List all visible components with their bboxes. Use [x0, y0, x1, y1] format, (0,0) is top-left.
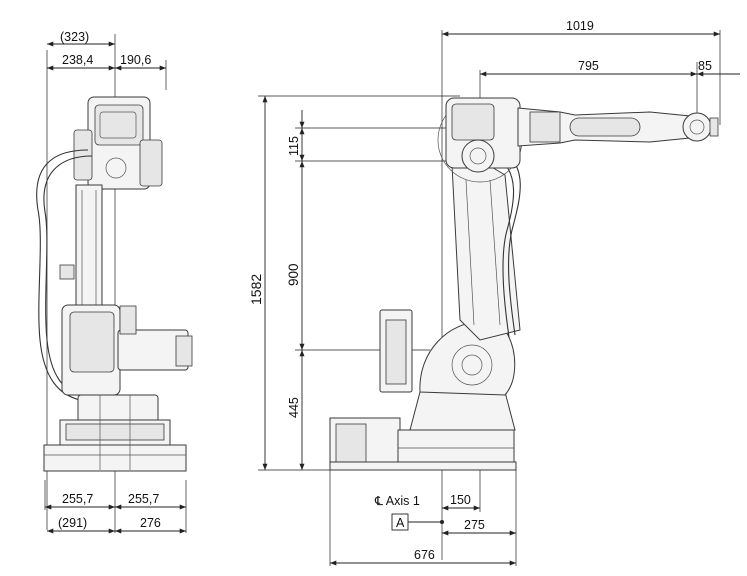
side-view-robot	[329, 97, 719, 471]
side-total-height-label: 1582	[248, 274, 264, 305]
side-reach-mid-label: 795	[578, 59, 599, 73]
side-lower-arm-label: 900	[286, 263, 301, 286]
side-axis-offset-label: 150	[450, 493, 471, 507]
front-bottom-right-half-label: 255,7	[128, 492, 159, 506]
side-base-height-label: 445	[287, 397, 301, 418]
front-bottom-right-total-label: 276	[140, 516, 161, 530]
side-view: 1019 795 85 1582 115 900 445 ℄ Axis 1 15…	[248, 19, 740, 566]
front-view-robot	[36, 96, 193, 472]
front-top-right-label: 190,6	[120, 53, 151, 67]
front-bottom-left-half-label: 255,7	[62, 492, 93, 506]
front-top-total-label: (323)	[60, 30, 89, 44]
front-top-left-label: 238,4	[62, 53, 93, 67]
side-datum-label: A	[396, 516, 405, 530]
side-datum-offset-label: 275	[464, 518, 485, 532]
side-base-length-label: 676	[414, 548, 435, 562]
front-bottom-left-total-label: (291)	[58, 516, 87, 530]
side-upper-offset-label: 115	[287, 136, 301, 156]
side-axis1-label: ℄ Axis 1	[374, 494, 420, 508]
side-reach-flange-label: 85	[698, 59, 712, 73]
front-view: (323) 238,4 190,6 255,7 255,7 (291) 276	[36, 30, 193, 534]
side-reach-total-label: 1019	[566, 19, 594, 33]
